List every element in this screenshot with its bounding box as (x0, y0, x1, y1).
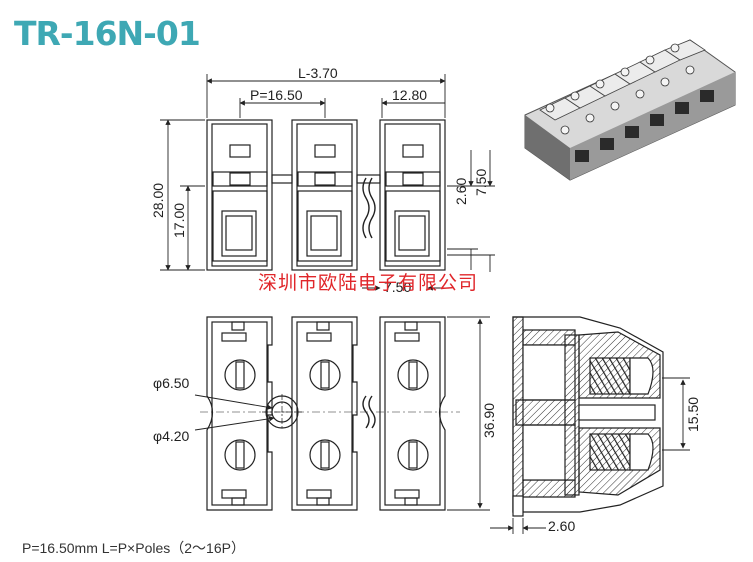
dim-36-90: 36.90 (481, 403, 497, 438)
dim-hole-inner: φ4.20 (153, 428, 190, 444)
dim-2-60-horizontal: 2.60 (548, 518, 575, 534)
top-view-dimensions (160, 74, 495, 291)
dim-pitch: P=16.50 (250, 87, 303, 103)
front-view (200, 316, 460, 511)
product-illustration (524, 39, 736, 181)
company-watermark: 深圳市欧陆电子有限公司 (258, 273, 479, 294)
side-view-labels: 15.50 2.60 (548, 397, 701, 534)
top-view-labels: L-3.70 P=16.50 12.80 28.00 17.00 2.60 7.… (150, 65, 489, 295)
side-section-view (512, 316, 664, 517)
side-view-dimensions (490, 377, 690, 534)
dim-12-80: 12.80 (392, 87, 427, 103)
front-view-labels: φ6.50 φ4.20 36.90 (153, 375, 497, 444)
dim-7-50-vertical: 7.50 (473, 169, 489, 196)
dim-28-00: 28.00 (150, 183, 166, 218)
dim-length: L-3.70 (298, 65, 338, 81)
dim-hole-outer: φ6.50 (153, 375, 190, 391)
footer-note: P=16.50mm L=P×Poles（2～16P） (22, 540, 245, 556)
dim-7-50-horizontal: 7.50 (384, 279, 411, 295)
front-view-dimensions (194, 316, 490, 511)
dim-2-60-vertical: 2.60 (453, 178, 469, 205)
dim-15-50: 15.50 (685, 397, 701, 432)
dim-17-00: 17.00 (171, 203, 187, 238)
top-view (206, 119, 446, 271)
page-title: TR-16N-01 (14, 14, 201, 53)
